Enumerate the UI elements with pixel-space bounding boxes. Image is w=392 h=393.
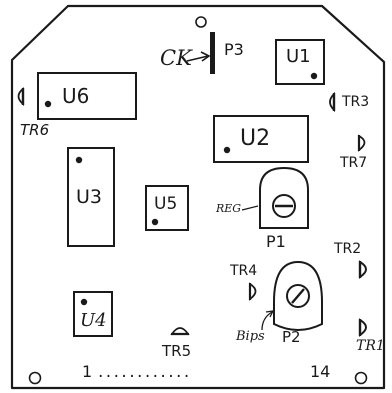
u4-chip — [73, 291, 113, 337]
p3-label: P3 — [224, 40, 244, 59]
u4-pin1-dot — [80, 298, 88, 306]
u2-label: U2 — [240, 126, 271, 151]
u1-chip — [275, 39, 325, 85]
u2-pin1-dot — [223, 146, 231, 154]
tr7-label: TR7 — [340, 155, 368, 171]
reg-label: REG — [216, 202, 242, 215]
tr2-label: TR2 — [334, 241, 362, 257]
u2-chip — [213, 115, 309, 163]
mounting-hole-bottom-left — [28, 371, 42, 385]
u3-chip — [67, 147, 115, 247]
pin-header-start: 1 — [82, 362, 93, 381]
p1-label: P1 — [266, 232, 286, 251]
reg-arrow — [241, 205, 259, 211]
p1-adjust-screw — [272, 194, 296, 218]
board-outline — [10, 4, 386, 390]
tr5-label: TR5 — [162, 342, 192, 360]
p2-potentiometer — [273, 260, 323, 331]
p2-adjust-screw — [286, 284, 310, 308]
pin-header-dots: ............ — [98, 362, 192, 382]
u5-label: U5 — [154, 194, 178, 214]
ck-arrowhead — [200, 51, 211, 62]
p3-connector-bar — [210, 32, 215, 74]
tr1-label: TR1 — [356, 338, 385, 354]
bips-arrow — [261, 311, 273, 331]
ck-arrow — [186, 55, 209, 62]
p2-label: P2 — [282, 328, 301, 346]
u6-chip — [37, 72, 137, 120]
bips-label: Bips — [236, 329, 265, 344]
ck-label: CK — [160, 46, 192, 70]
u3-pin1-dot — [75, 156, 83, 164]
mounting-hole-bottom-right — [354, 371, 368, 385]
u1-pin1-dot — [310, 72, 318, 80]
u3-label: U3 — [76, 186, 102, 208]
tr4-label: TR4 — [230, 263, 258, 279]
u6-pin1-dot — [44, 100, 52, 108]
u1-label: U1 — [286, 46, 311, 67]
mounting-hole-top — [195, 16, 207, 28]
u5-pin1-dot — [151, 218, 159, 226]
tr3-label: TR3 — [342, 94, 370, 110]
u6-label: U6 — [62, 84, 90, 108]
u5-chip — [145, 185, 189, 231]
u4-label: U4 — [80, 310, 107, 331]
p1-potentiometer — [259, 166, 309, 229]
pin-header-end: 14 — [310, 362, 331, 381]
tr6-label: TR6 — [20, 121, 50, 139]
